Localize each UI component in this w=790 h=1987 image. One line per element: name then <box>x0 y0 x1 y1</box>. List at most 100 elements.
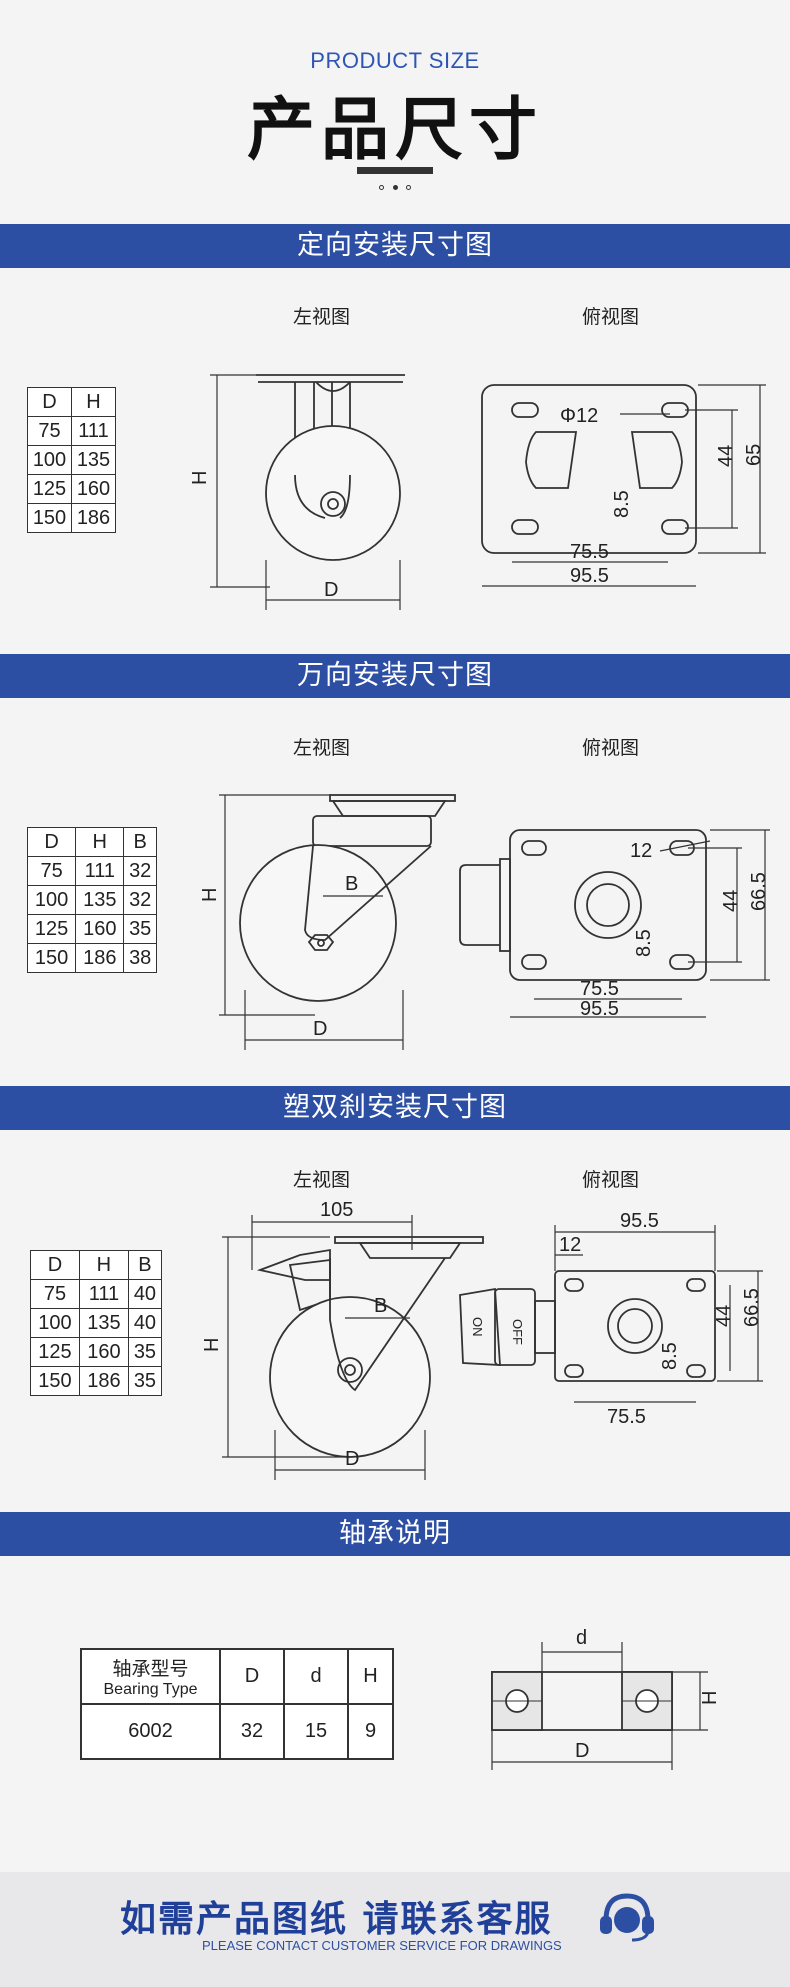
table-cell: 32 <box>123 885 157 915</box>
header-en-title: PRODUCT SIZE <box>310 48 480 73</box>
table-cell: 100 <box>27 445 72 475</box>
table-cell: 150 <box>27 503 72 533</box>
dim-d-label: D <box>345 1448 359 1470</box>
dim-edge-label: 8.5 <box>611 490 633 518</box>
brake-on-label: ON <box>470 1317 485 1337</box>
header-underline <box>357 167 433 174</box>
table-cell: 125 <box>26 914 77 944</box>
header-cn-title: 产品尺寸 <box>246 91 543 170</box>
table-cell: 150 <box>26 943 77 973</box>
footer-banner <box>0 1872 790 1987</box>
dim-outer-h-label: 66.5 <box>748 872 770 911</box>
dim-h-label: H <box>201 1338 223 1352</box>
dim-outer-h-label: 66.5 <box>741 1288 763 1327</box>
section-band-brake: 塑双刹安装尺寸图 <box>0 1086 790 1130</box>
section-band-bearing: 轴承说明 <box>0 1512 790 1556</box>
top-view-label: 俯视图 <box>582 737 640 759</box>
table-header: D <box>30 1250 80 1280</box>
dim-top-w-label: 95.5 <box>620 1210 659 1232</box>
headset-icon <box>600 1893 654 1942</box>
table-cell: 160 <box>71 474 116 504</box>
table-cell: 35 <box>123 914 157 944</box>
dot <box>406 184 411 190</box>
table-cell: 75 <box>30 1279 80 1309</box>
dot <box>392 184 398 190</box>
table-cell: 111 <box>75 856 125 886</box>
table-cell: 9 <box>347 1703 394 1760</box>
bearing-section-drawing: d D H <box>491 1627 721 1770</box>
footer-contact-cn: 如需产品图纸 请联系客服 <box>120 1899 553 1940</box>
table-header: H <box>71 387 116 417</box>
fixed-caster-top-drawing: Φ12 44 65 8.5 75.5 95.5 <box>481 384 766 587</box>
dim-d-label: D <box>324 579 338 601</box>
table-cell: 186 <box>75 943 125 973</box>
table-cell: 35 <box>127 1337 163 1367</box>
dim-h-label: H <box>189 471 211 485</box>
table-cell: 186 <box>78 1366 129 1396</box>
table-header: B <box>123 827 157 857</box>
table-header: H <box>78 1250 129 1280</box>
brake-caster-top-drawing: 95.5 12 44 66.5 8.5 75.5 ON OFF <box>459 1210 763 1428</box>
dim-inner-h-label: 44 <box>715 445 737 467</box>
table-header: H <box>347 1648 394 1705</box>
dim-inner-w-label: 75.5 <box>570 541 609 563</box>
table-cell: 111 <box>78 1279 129 1309</box>
dim-edge-label: 8.5 <box>633 929 655 957</box>
table-cell: 135 <box>78 1308 129 1338</box>
swivel-caster-side-drawing: H B D <box>199 794 456 1050</box>
section-band-fixed: 定向安装尺寸图 <box>0 224 790 268</box>
table-header: D <box>27 387 72 417</box>
dot <box>379 184 384 190</box>
dim-outer-w-label: 95.5 <box>570 565 609 587</box>
bearing-table: 轴承型号 Bearing Type D d H 6002 32 15 9 <box>80 1648 394 1760</box>
bearing-type-header: 轴承型号 Bearing Type <box>80 1648 221 1705</box>
dim-edge-label: 8.5 <box>659 1342 681 1370</box>
table-header: d <box>283 1648 349 1705</box>
dim-h-label: H <box>699 1691 721 1705</box>
dim-b-label: B <box>374 1295 387 1317</box>
table-cell: 125 <box>30 1337 80 1367</box>
table-cell: 40 <box>127 1308 163 1338</box>
dim-inner-h-label: 44 <box>713 1305 735 1327</box>
dim-inner-h-label: 44 <box>720 890 742 912</box>
dim-inner-w-label: 75.5 <box>607 1406 646 1428</box>
footer-contact-en: PLEASE CONTACT CUSTOMER SERVICE FOR DRAW… <box>202 1938 562 1953</box>
table-cell: 15 <box>283 1703 349 1760</box>
dim-outer-h-label: 65 <box>743 444 765 466</box>
fixed-caster-side-drawing: H D <box>189 374 405 610</box>
brake-off-label: OFF <box>510 1319 525 1345</box>
table-cell: 6002 <box>80 1703 221 1760</box>
table-header: H <box>75 827 125 857</box>
dim-hole-label: 12 <box>559 1234 581 1256</box>
dim-hole-label: 12 <box>630 840 652 862</box>
table-cell: 32 <box>219 1703 285 1760</box>
dim-hole-label: Φ12 <box>560 405 598 427</box>
table-cell: 125 <box>27 474 72 504</box>
left-view-label: 左视图 <box>293 1169 351 1191</box>
table-cell: 160 <box>75 914 125 944</box>
table-cell: 35 <box>127 1366 163 1396</box>
table-header: D <box>219 1648 285 1705</box>
table-cell: 75 <box>26 856 77 886</box>
dim-b-label: B <box>345 873 358 895</box>
table-header: D <box>26 827 77 857</box>
table-cell: 32 <box>123 856 157 886</box>
left-view-label: 左视图 <box>293 306 351 328</box>
dim-d-label: D <box>313 1018 327 1040</box>
table-cell: 135 <box>71 445 116 475</box>
dim-inner-w-label: 75.5 <box>580 978 619 1000</box>
table-header: B <box>127 1250 163 1280</box>
dim-big-d-label: D <box>575 1740 589 1762</box>
bearing-type-en: Bearing Type <box>103 1681 198 1698</box>
table-cell: 111 <box>71 416 116 446</box>
table-cell: 100 <box>26 885 77 915</box>
dim-outer-w-label: 95.5 <box>580 998 619 1020</box>
section-band-swivel: 万向安装尺寸图 <box>0 654 790 698</box>
top-view-label: 俯视图 <box>582 1169 640 1191</box>
dim-h-label: H <box>199 888 221 902</box>
table-cell: 75 <box>27 416 72 446</box>
left-view-label: 左视图 <box>293 737 351 759</box>
top-view-label: 俯视图 <box>582 306 640 328</box>
